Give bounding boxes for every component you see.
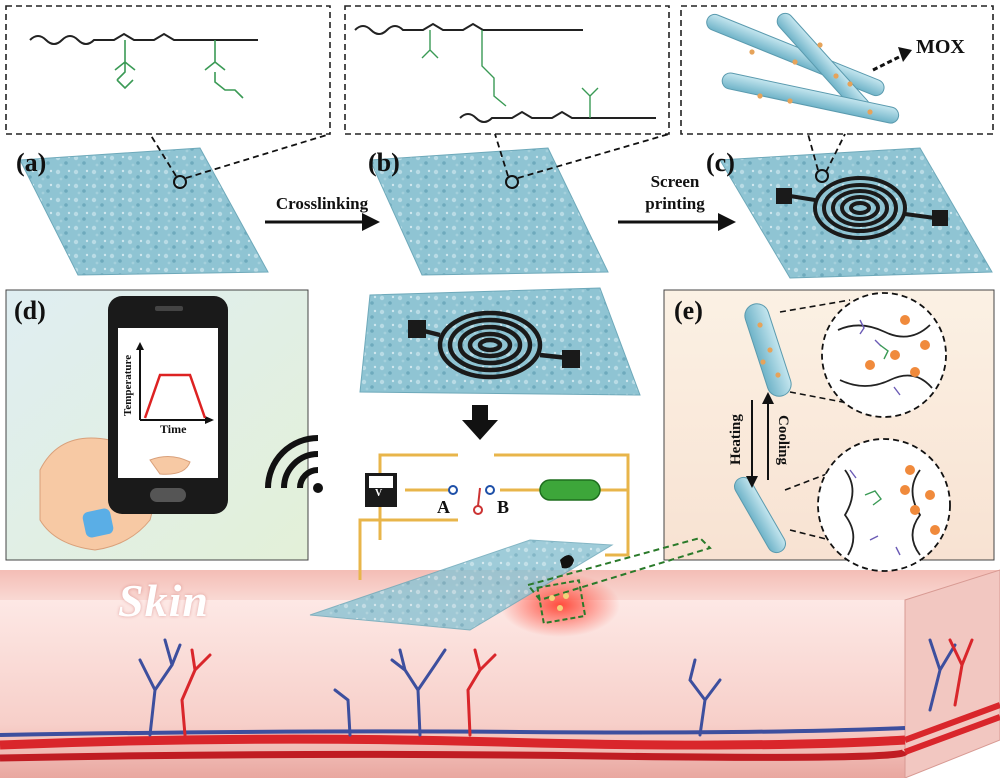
- point-a-label: A: [437, 497, 450, 517]
- arrow-screen-printing: [618, 213, 736, 231]
- box-a-chemistry: [5, 5, 331, 135]
- box-c-fibers: [680, 5, 994, 135]
- skin-label: Skin: [118, 575, 209, 626]
- gel-c: [719, 133, 993, 279]
- mox-label: MOX: [916, 36, 965, 58]
- screen-label: Screen: [650, 172, 700, 191]
- panel-e-fibers: [734, 292, 951, 572]
- arrow-down: [462, 405, 498, 440]
- graph-ylabel: Temperature: [122, 354, 134, 417]
- panel-label-b: (b): [368, 148, 400, 177]
- cooling-label: Cooling: [775, 414, 791, 465]
- gel-b: [369, 133, 670, 276]
- meter-label: V: [375, 488, 383, 499]
- wifi-icon: [265, 435, 323, 493]
- printing-label: printing: [645, 194, 705, 213]
- heating-label: Heating: [728, 414, 744, 466]
- crosslinking-label: Crosslinking: [275, 194, 369, 213]
- gel-center-heater: [359, 287, 641, 396]
- panel-label-a: (a): [16, 148, 47, 177]
- circuit: [358, 453, 630, 580]
- graph-xlabel: Time: [160, 422, 187, 436]
- panel-label-c: (c): [706, 148, 735, 177]
- point-b-label: B: [497, 497, 510, 517]
- box-b-chemistry: [344, 5, 670, 135]
- panel-label-e: (e): [674, 296, 703, 325]
- patch-on-skin: [309, 536, 712, 631]
- skin-block: [0, 569, 1000, 778]
- hand-phone: [39, 296, 228, 551]
- arrow-crosslinking: [265, 213, 380, 231]
- panel-label-d: (d): [14, 296, 46, 325]
- gel-a: [19, 133, 331, 276]
